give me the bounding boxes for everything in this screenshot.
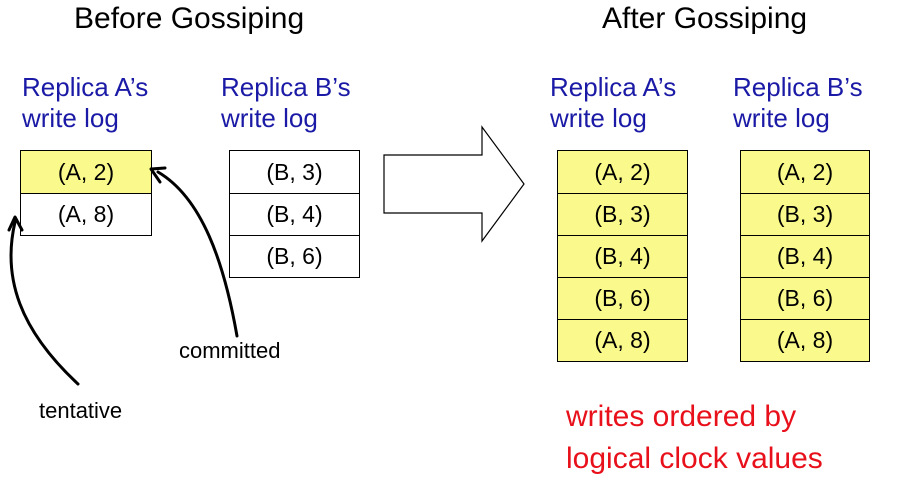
log-entry: (B, 6) <box>741 277 869 319</box>
after-replica-b-title-line1: Replica B’s <box>733 72 863 102</box>
after-replica-a-title: Replica A’s write log <box>550 72 676 134</box>
before-replica-a-log: (A, 2) (A, 8) <box>20 150 152 236</box>
log-entry: (B, 4) <box>230 193 359 235</box>
before-replica-b-title-line1: Replica B’s <box>221 72 351 102</box>
committed-label: committed <box>179 338 281 363</box>
after-replica-a-title-line2: write log <box>550 103 647 133</box>
log-entry: (B, 6) <box>230 235 359 277</box>
ordering-note-line2: logical clock values <box>566 442 823 475</box>
after-replica-b-log: (A, 2) (B, 3) (B, 4) (B, 6) (A, 8) <box>740 150 870 362</box>
log-entry: (A, 2) <box>21 151 151 193</box>
log-entry: (B, 4) <box>558 235 687 277</box>
ordering-note: writes ordered by logical clock values <box>566 396 823 480</box>
log-entry: (A, 8) <box>741 319 869 361</box>
tentative-label: tentative <box>39 398 123 423</box>
committed-pointer-arrow <box>156 170 239 338</box>
after-replica-a-title-line1: Replica A’s <box>550 72 677 102</box>
after-replica-b-title-line2: write log <box>733 103 830 133</box>
after-heading: After Gossiping <box>602 2 808 35</box>
after-replica-b-title: Replica B’s write log <box>733 72 863 134</box>
tentative-pointer-arrow <box>9 220 80 386</box>
before-replica-a-title: Replica A’s write log <box>22 72 148 134</box>
transition-arrow-icon <box>383 125 525 243</box>
log-entry: (A, 2) <box>558 151 687 193</box>
before-replica-b-title: Replica B’s write log <box>221 72 351 134</box>
log-entry: (A, 8) <box>21 193 151 235</box>
log-entry: (B, 4) <box>741 235 869 277</box>
log-entry: (B, 3) <box>230 151 359 193</box>
before-replica-a-title-line1: Replica A’s <box>22 72 149 102</box>
before-replica-a-title-line2: write log <box>22 103 119 133</box>
after-replica-a-log: (A, 2) (B, 3) (B, 4) (B, 6) (A, 8) <box>557 150 688 362</box>
log-entry: (B, 3) <box>558 193 687 235</box>
before-replica-b-log: (B, 3) (B, 4) (B, 6) <box>229 150 360 278</box>
before-heading: Before Gossiping <box>74 2 305 35</box>
before-replica-b-title-line2: write log <box>221 103 318 133</box>
log-entry: (A, 2) <box>741 151 869 193</box>
ordering-note-line1: writes ordered by <box>566 400 797 433</box>
log-entry: (B, 3) <box>741 193 869 235</box>
tentative-arrowhead-icon <box>7 215 24 232</box>
committed-arrowhead-icon <box>149 166 167 184</box>
log-entry: (B, 6) <box>558 277 687 319</box>
log-entry: (A, 8) <box>558 319 687 361</box>
